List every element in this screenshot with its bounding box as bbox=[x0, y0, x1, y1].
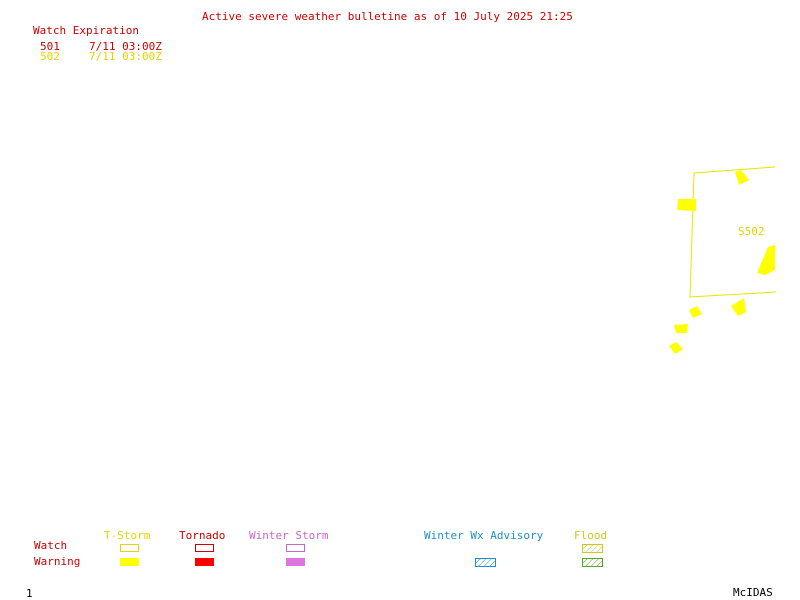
watch-box-outline bbox=[689, 166, 777, 298]
frame-number: 1 bbox=[26, 587, 33, 600]
warning-polygon bbox=[677, 199, 696, 211]
legend-tstorm-watch-swatch bbox=[120, 544, 139, 552]
legend-warning-label: Warning bbox=[34, 555, 81, 568]
software-label: McIDAS bbox=[733, 586, 773, 599]
watch-box-s502: S502 bbox=[689, 166, 777, 298]
legend-tornado-warning-swatch bbox=[195, 558, 214, 566]
legend-flood-watch-swatch bbox=[582, 544, 603, 553]
legend-watch-label: Watch bbox=[34, 539, 68, 552]
watch-box-label: S502 bbox=[738, 225, 765, 238]
watch-expiration-time: 7/11 03:00Z bbox=[89, 50, 162, 63]
legend-flood-warning-swatch bbox=[582, 558, 603, 567]
legend-tornado-label: Tornado bbox=[179, 529, 226, 542]
legend-winter-storm-label: Winter Storm bbox=[249, 529, 329, 542]
legend-winter-wx-advisory-swatch bbox=[475, 558, 496, 567]
legend-tstorm-label: T-Storm bbox=[104, 529, 151, 542]
bulletin-title: Active severe weather bulletine as of 10… bbox=[202, 10, 573, 23]
warning-polygons bbox=[669, 170, 775, 354]
watch-expiration-time: 7/11 03:00Z bbox=[89, 40, 162, 53]
legend-tstorm-warning-swatch bbox=[120, 558, 139, 566]
watch-number: 501 bbox=[40, 40, 60, 53]
watch-number: 502 bbox=[40, 50, 60, 63]
warning-polygon bbox=[674, 324, 688, 333]
legend-winter-storm-warning-swatch bbox=[286, 558, 305, 566]
warning-polygon bbox=[757, 245, 775, 275]
warning-polygon bbox=[689, 306, 702, 318]
warning-polygon bbox=[735, 170, 749, 185]
warning-polygon bbox=[731, 298, 746, 316]
legend-tornado-watch-swatch bbox=[195, 544, 214, 552]
legend-flood-label: Flood bbox=[574, 529, 608, 542]
legend-winter-storm-watch-swatch bbox=[286, 544, 305, 552]
warning-polygon bbox=[669, 342, 683, 354]
watch-expiration-header: Watch Expiration bbox=[33, 24, 139, 37]
legend-winter-wx-advisory-label: Winter Wx Advisory bbox=[424, 529, 544, 542]
